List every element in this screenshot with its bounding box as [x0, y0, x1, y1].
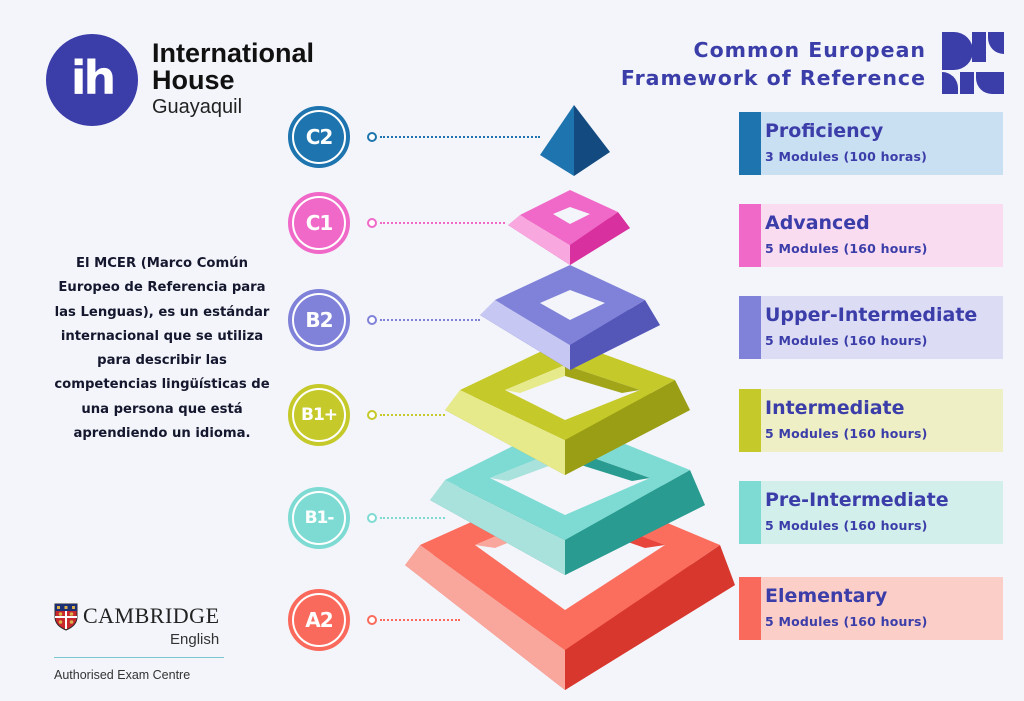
- level-modules: 5 Modules (160 hours): [765, 333, 928, 348]
- level-badge-b1-plus: B1+: [288, 384, 350, 446]
- level-badge-b2: B2: [288, 289, 350, 351]
- connector-dot: [367, 615, 377, 625]
- level-badge-b1-minus: B1-: [288, 487, 350, 549]
- brand-name: International House Guayaquil: [152, 38, 315, 118]
- level-modules: 5 Modules (160 hours): [765, 241, 928, 256]
- cefr-title-line-2: Framework of Reference: [620, 66, 926, 90]
- level-card-c1: Advanced 5 Modules (160 hours): [739, 204, 1003, 267]
- brand-line-1: International: [152, 38, 315, 68]
- level-modules: 5 Modules (160 hours): [765, 518, 928, 533]
- level-code: A2: [294, 595, 344, 645]
- level-code: B1+: [294, 390, 344, 440]
- connector-dot: [367, 513, 377, 523]
- level-card-accent: [739, 112, 761, 175]
- level-modules: 5 Modules (160 hours): [765, 614, 928, 629]
- cambridge-shield-icon: [54, 603, 78, 631]
- brand-line-2: House: [152, 65, 235, 95]
- level-code: B2: [294, 295, 344, 345]
- cambridge-name: CAMBRIDGE: [83, 603, 220, 628]
- level-card-b1-plus: Intermediate 5 Modules (160 hours): [739, 389, 1003, 452]
- connector-line: [380, 222, 505, 224]
- cefr-title: Common European Framework of Reference: [621, 36, 926, 92]
- pyramid-layer-c2: [540, 105, 610, 176]
- level-modules: 3 Modules (100 horas): [765, 149, 928, 164]
- level-modules: 5 Modules (160 hours): [765, 426, 928, 441]
- level-card-b2: Upper-Intermediate 5 Modules (160 hours): [739, 296, 1003, 359]
- level-title: Elementary: [765, 585, 888, 607]
- pyramid-layer-c1: [508, 190, 630, 265]
- level-title: Advanced: [765, 212, 870, 234]
- level-title: Proficiency: [765, 120, 884, 142]
- level-badge-c2: C2: [288, 106, 350, 168]
- pyramid-layer-b2: [480, 265, 660, 370]
- connector-dot: [367, 218, 377, 228]
- level-code: C1: [294, 198, 344, 248]
- cefr-logo-icon: [942, 32, 1004, 94]
- brand-line-3: Guayaquil: [152, 96, 243, 118]
- level-badge-c1: C1: [288, 192, 350, 254]
- connector-line: [380, 619, 460, 621]
- mcer-description: El MCER (Marco Común Europeo de Referenc…: [54, 256, 270, 442]
- pyramid-layer-b1-minus: [430, 420, 705, 575]
- cefr-title-line-1: Common European: [693, 38, 926, 62]
- level-card-a2: Elementary 5 Modules (160 hours): [739, 577, 1003, 640]
- cambridge-divider: [54, 657, 224, 658]
- level-code: B1-: [294, 493, 344, 543]
- level-card-b1-minus: Pre-Intermediate 5 Modules (160 hours): [739, 481, 1003, 544]
- connector-line: [380, 414, 445, 416]
- level-title: Pre-Intermediate: [765, 489, 949, 511]
- authorised-exam-centre: Authorised Exam Centre: [54, 668, 191, 682]
- connector-line: [380, 517, 445, 519]
- level-code: C2: [294, 112, 344, 162]
- level-card-c2: Proficiency 3 Modules (100 horas): [739, 112, 1003, 175]
- connector-line: [380, 136, 540, 138]
- connector-dot: [367, 132, 377, 142]
- level-card-accent: [739, 577, 761, 640]
- connector-line: [380, 319, 480, 321]
- level-card-accent: [739, 481, 761, 544]
- pyramid-layer-b1-plus: [445, 340, 690, 475]
- cambridge-sub: English: [170, 631, 220, 648]
- level-card-accent: [739, 389, 761, 452]
- level-title: Intermediate: [765, 397, 905, 419]
- level-card-accent: [739, 296, 761, 359]
- connector-dot: [367, 315, 377, 325]
- connector-dot: [367, 410, 377, 420]
- ih-logo-text: ih: [70, 51, 116, 105]
- level-card-accent: [739, 204, 761, 267]
- level-title: Upper-Intermediate: [765, 304, 978, 326]
- ih-logo: ih: [46, 34, 138, 126]
- level-badge-a2: A2: [288, 589, 350, 651]
